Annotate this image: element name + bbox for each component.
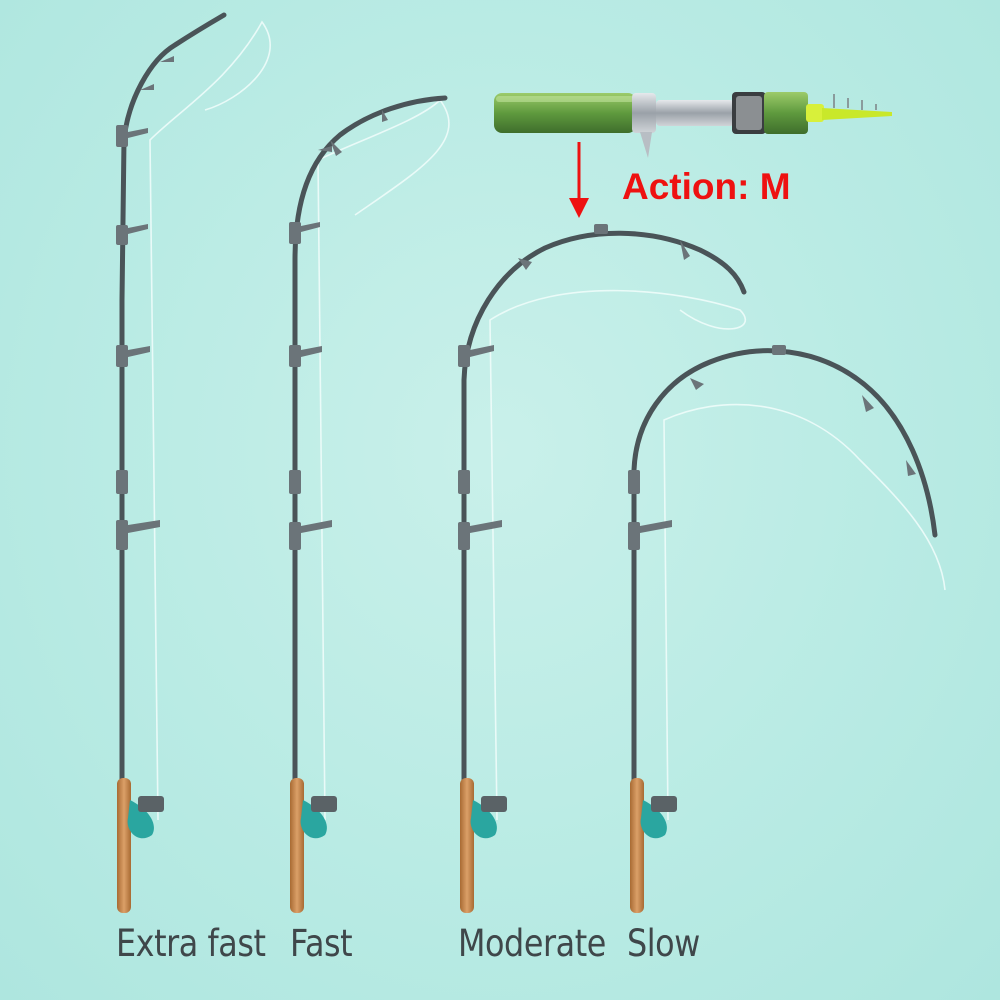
reel — [127, 796, 164, 839]
rod-blank — [631, 348, 938, 783]
rod-guides — [458, 224, 690, 550]
rod-guides — [289, 110, 388, 550]
rod-fast — [289, 95, 450, 913]
rod-blank — [119, 12, 227, 783]
fishing-line — [149, 20, 271, 821]
rod-label-fast: Fast — [290, 922, 353, 965]
rod-handle-image — [494, 92, 892, 158]
cork-handle — [630, 778, 644, 913]
cork-handle — [460, 778, 474, 913]
rod-guides — [116, 56, 174, 550]
fishing-line — [489, 289, 747, 821]
fishing-line — [663, 403, 946, 821]
rod-label-slow: Slow — [627, 922, 700, 965]
reel — [470, 796, 507, 839]
cork-handle — [290, 778, 304, 913]
rod-extra-fast — [116, 12, 271, 913]
rod-slow — [628, 345, 946, 913]
cork-handle — [117, 778, 131, 913]
reel — [640, 796, 677, 839]
fishing-line — [317, 98, 450, 821]
reel — [300, 796, 337, 839]
rod-blank — [461, 230, 747, 783]
rod-guides — [628, 345, 916, 550]
rod-label-moderate: Moderate — [458, 922, 606, 965]
rod-blank — [292, 95, 448, 783]
rod-label-extra-fast: Extra fast — [116, 922, 266, 965]
rod-moderate — [458, 224, 747, 913]
action-annotation: Action: M — [622, 166, 791, 207]
down-arrow-icon — [569, 142, 589, 218]
